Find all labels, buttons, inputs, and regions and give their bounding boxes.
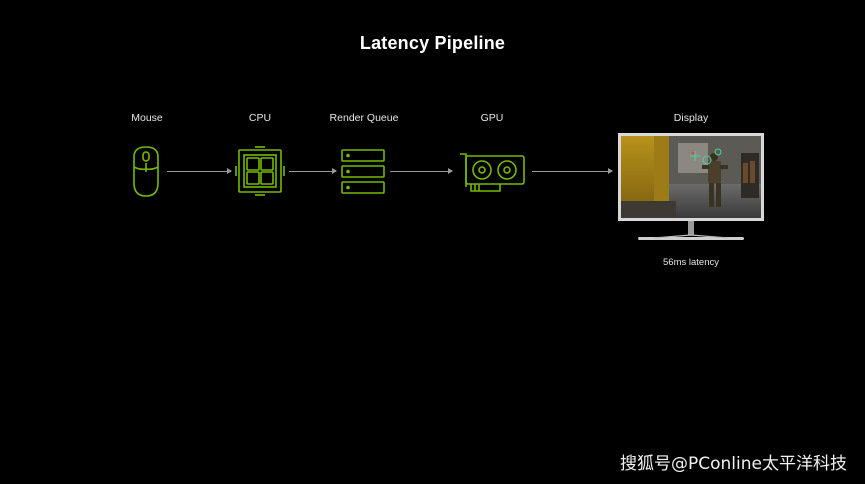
latency-readout: 56ms latency (663, 257, 719, 268)
mouse-icon (133, 146, 159, 197)
render-queue-icon (341, 149, 385, 194)
stage-label-cpu: CPU (248, 112, 272, 124)
arrow-cpu-to-render-queue (289, 168, 337, 174)
stage-label-gpu: GPU (480, 112, 504, 124)
arrow-render-queue-to-gpu (390, 168, 453, 174)
diagram-title: Latency Pipeline (359, 33, 506, 53)
arrow-mouse-to-cpu (167, 168, 232, 174)
stage-label-display: Display (673, 112, 709, 124)
display-monitor-icon (618, 133, 764, 240)
stage-label-render-queue: Render Queue (329, 112, 399, 124)
stage-label-mouse: Mouse (131, 112, 163, 124)
watermark: 搜狐号@PConline太平洋科技 (620, 454, 847, 474)
gpu-icon (460, 153, 525, 192)
arrow-gpu-to-display (532, 168, 613, 174)
cpu-icon (235, 146, 285, 196)
